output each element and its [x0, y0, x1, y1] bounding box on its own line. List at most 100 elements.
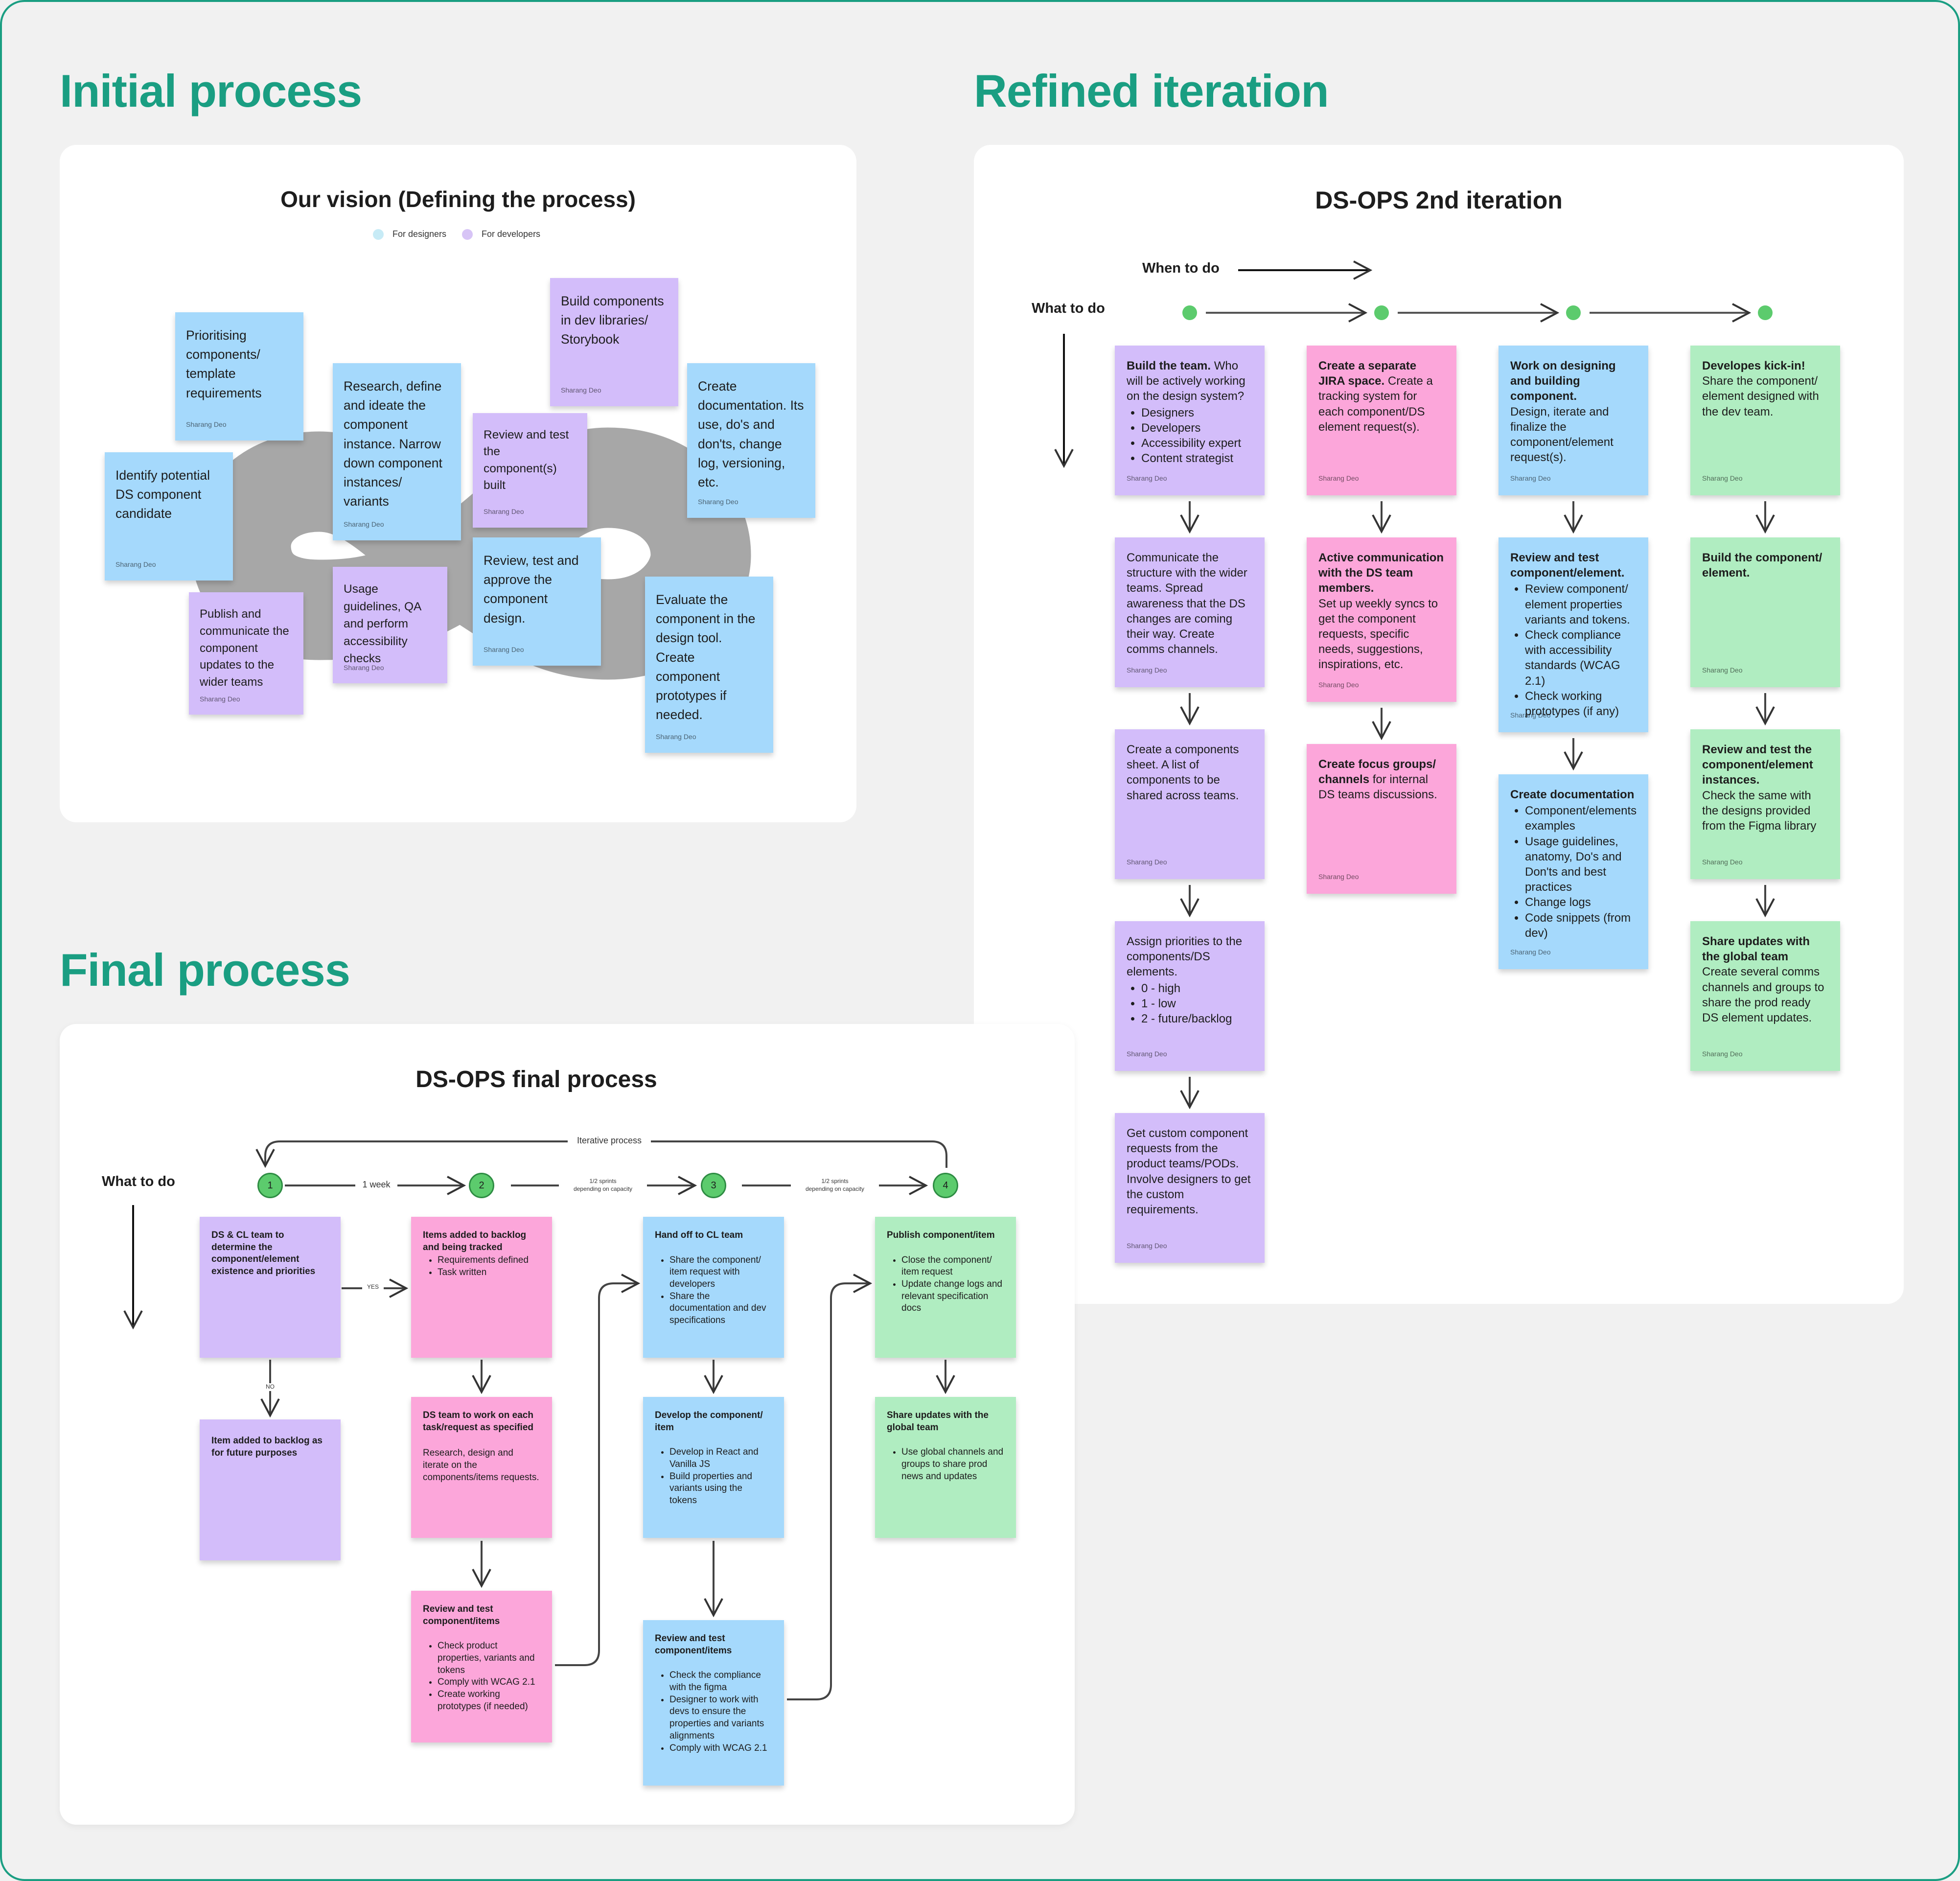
note-author: Sharang Deo — [1510, 474, 1551, 482]
note-prioritising[interactable]: Prioritising components/ template requir… — [175, 312, 303, 441]
list-item: Designer to work with devs to ensure the… — [669, 1694, 772, 1742]
note-author: Sharang Deo — [698, 498, 738, 506]
note-author: Sharang Deo — [1702, 666, 1743, 674]
note-author: Sharang Deo — [1702, 858, 1743, 866]
note-bold: Build the team. — [1127, 359, 1211, 372]
note-text: Research, define and ideate the componen… — [344, 379, 442, 509]
one-week-label: 1 week — [355, 1180, 397, 1190]
note-bold: Publish component/item — [887, 1230, 995, 1240]
note-author: Sharang Deo — [186, 420, 227, 429]
note-bold: DS & CL team to determine the component/… — [211, 1230, 316, 1277]
note-bold: Active communication with the DS team me… — [1318, 551, 1444, 595]
note-share-global[interactable]: Share updates with the global team Creat… — [1690, 921, 1840, 1071]
list-item: Task written — [438, 1267, 540, 1279]
note-review-built[interactable]: Review and test the component(s) built S… — [473, 413, 587, 528]
note-active-communication[interactable]: Active communication with the DS team me… — [1307, 537, 1456, 702]
sprints-line-2: depending on capacity — [573, 1185, 633, 1192]
note-review-instances[interactable]: Review and test the component/element in… — [1690, 729, 1840, 879]
list-item: Content strategist — [1141, 451, 1253, 466]
note-communicate-structure[interactable]: Communicate the structure with the wider… — [1115, 537, 1265, 687]
note-hand-off[interactable]: Hand off to CL team Share the component/… — [643, 1217, 784, 1358]
list-item: Create working prototypes (if needed) — [438, 1689, 540, 1713]
legend-developers-dot — [462, 229, 473, 240]
note-research[interactable]: Research, define and ideate the componen… — [333, 363, 461, 540]
note-text: Create documentation. Its use, do's and … — [698, 379, 804, 490]
note-jira-space[interactable]: Create a separate JIRA space. Create a t… — [1307, 346, 1456, 495]
step-circle: 4 — [933, 1173, 958, 1198]
note-author: Sharang Deo — [1318, 680, 1359, 689]
vision-panel: Our vision (Defining the process) For de… — [60, 145, 856, 822]
note-custom-requests[interactable]: Get custom component requests from the p… — [1115, 1113, 1265, 1263]
list-item: 1 - low — [1141, 996, 1253, 1011]
note-text: Identify potential DS component candidat… — [115, 468, 210, 521]
note-bold: DS team to work on each task/request as … — [423, 1410, 533, 1433]
note-focus-groups[interactable]: Create focus groups/ channels for intern… — [1307, 744, 1456, 894]
note-review-test-element[interactable]: Review and test component/element. Revie… — [1499, 537, 1648, 732]
note-items-backlog[interactable]: Items added to backlog and being tracked… — [411, 1217, 552, 1358]
note-text: Create a tracking system for each compon… — [1318, 374, 1433, 434]
note-create-documentation[interactable]: Create documentation Component/elements … — [1499, 774, 1648, 969]
list-item: Check compliance with accessibility stan… — [1525, 627, 1637, 689]
list-item: Code snippets (from dev) — [1525, 910, 1637, 941]
note-bold: Developes kick-in! — [1702, 359, 1805, 372]
note-review-test-items[interactable]: Review and test component/items Check pr… — [411, 1591, 552, 1742]
note-documentation[interactable]: Create documentation. Its use, do's and … — [687, 363, 815, 518]
list-item: Comply with WCAG 2.1 — [438, 1676, 540, 1689]
list-item: Check product properties, variants and t… — [438, 1640, 540, 1676]
note-bold: Hand off to CL team — [655, 1230, 743, 1240]
note-developers-kick-in[interactable]: Developes kick-in! Share the component/ … — [1690, 346, 1840, 495]
note-build[interactable]: Build components in dev libraries/ Story… — [550, 278, 678, 406]
note-usage[interactable]: Usage guidelines, QA and perform accessi… — [333, 567, 447, 683]
timeline-dot — [1566, 305, 1581, 320]
final-arrows — [60, 1140, 1075, 1700]
iteration-title: DS-OPS 2nd iteration — [1315, 186, 1563, 214]
yes-label: YES — [362, 1283, 384, 1291]
note-backlog-future[interactable]: Item added to backlog as for future purp… — [200, 1419, 341, 1560]
note-build-element[interactable]: Build the component/ element. Sharang De… — [1690, 537, 1840, 687]
list-item: Use global channels and groups to share … — [901, 1446, 1004, 1483]
note-design-build[interactable]: Work on designing and building component… — [1499, 346, 1648, 495]
note-publish[interactable]: Publish and communicate the component up… — [189, 592, 303, 715]
infinity-loop — [190, 427, 751, 680]
step-circle: 2 — [469, 1173, 494, 1198]
list-item: Change logs — [1525, 895, 1637, 910]
note-review-compliance[interactable]: Review and test component/items Check th… — [643, 1620, 784, 1786]
note-evaluate[interactable]: Evaluate the component in the design too… — [645, 577, 773, 753]
note-components-sheet[interactable]: Create a components sheet. A list of com… — [1115, 729, 1265, 879]
note-develop-component[interactable]: Develop the component/ item Develop in R… — [643, 1397, 784, 1538]
note-assign-priorities[interactable]: Assign priorities to the components/DS e… — [1115, 921, 1265, 1071]
note-identify[interactable]: Identify potential DS component candidat… — [105, 452, 233, 581]
iteration-panel: DS-OPS 2nd iteration When to do What to … — [974, 145, 1904, 1304]
note-text: Get custom component requests from the p… — [1127, 1127, 1251, 1216]
note-review-approve[interactable]: Review, test and approve the component d… — [473, 537, 601, 666]
iterative-process-label: Iterative process — [568, 1136, 651, 1146]
note-text: for internal DS teams discussions. — [1318, 773, 1437, 802]
note-author: Sharang Deo — [1318, 474, 1359, 482]
note-bold: Review and test component/items — [655, 1633, 732, 1656]
note-share-global-final[interactable]: Share updates with the global team Use g… — [875, 1397, 1016, 1538]
note-text: Prioritising components/ template requir… — [186, 328, 262, 400]
note-text: Who will be actively working on the desi… — [1127, 359, 1245, 403]
note-determine-existence[interactable]: DS & CL team to determine the component/… — [200, 1217, 341, 1358]
note-text: Set up weekly syncs to get the component… — [1318, 597, 1438, 672]
list-item: Share the component/ item request with d… — [669, 1254, 772, 1291]
note-bold: Share updates with the global team — [1702, 935, 1810, 964]
note-bold: Share updates with the global team — [887, 1410, 989, 1433]
note-author: Sharang Deo — [1510, 711, 1551, 719]
note-author: Sharang Deo — [484, 508, 524, 516]
note-publish-item[interactable]: Publish component/item Close the compone… — [875, 1217, 1016, 1358]
note-text: Assign priorities to the components/DS e… — [1127, 935, 1243, 979]
sprints-line-1: 1/2 sprints — [589, 1178, 617, 1184]
note-author: Sharang Deo — [1127, 858, 1167, 866]
list-item: Share the documentation and dev specific… — [669, 1291, 772, 1327]
vision-title: Our vision (Defining the process) — [280, 186, 636, 212]
sprints-line-1: 1/2 sprints — [821, 1178, 849, 1184]
note-ds-team-work[interactable]: DS team to work on each task/request as … — [411, 1397, 552, 1538]
list-item: Developers — [1141, 420, 1253, 436]
note-build-team[interactable]: Build the team. Who will be actively wor… — [1115, 346, 1265, 495]
no-label: NO — [260, 1383, 280, 1391]
final-what-to-do-label: What to do — [102, 1174, 175, 1189]
note-author: Sharang Deo — [1318, 872, 1359, 881]
